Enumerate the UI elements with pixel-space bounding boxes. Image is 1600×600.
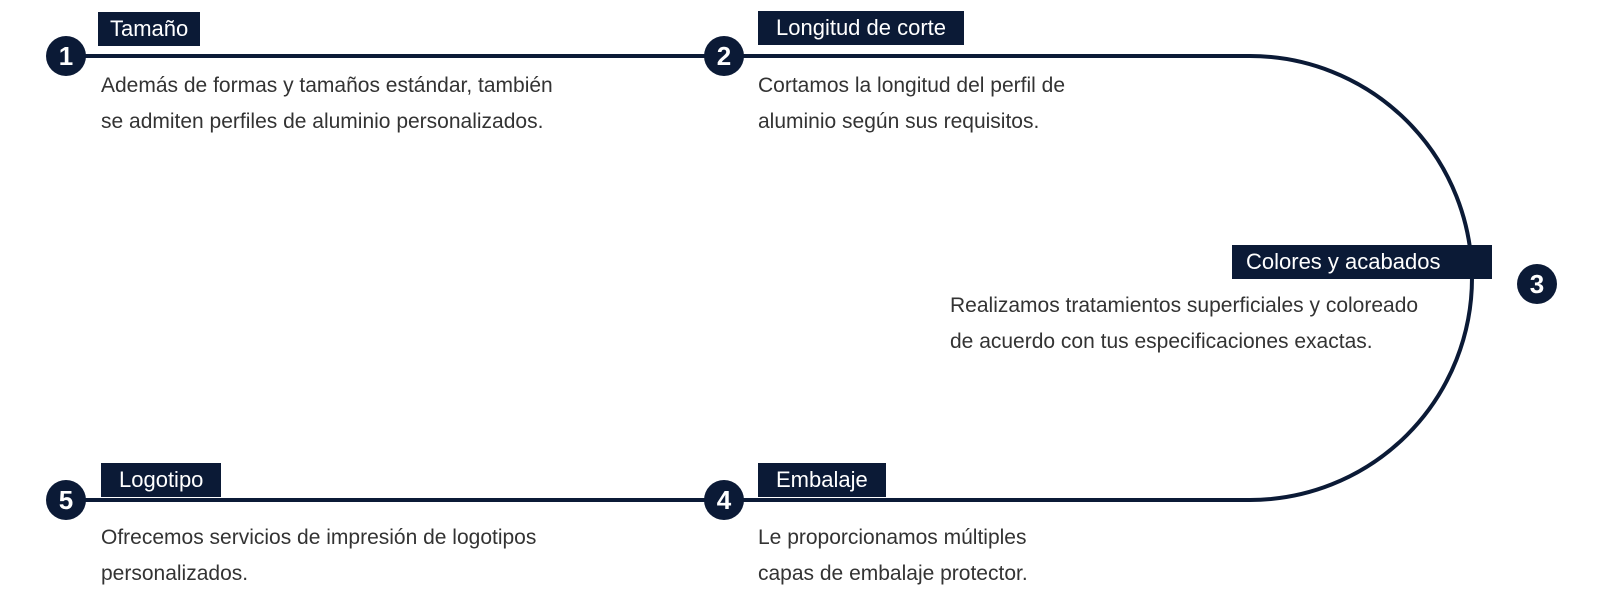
- step-1-title: Tamaño: [98, 12, 201, 46]
- step-5-marker: 5: [46, 480, 86, 520]
- step-1-line-1: Además de formas y tamaños estándar, tam…: [101, 74, 553, 97]
- step-4-line-1: Le proporcionamos múltiples: [758, 526, 1027, 549]
- step-4-title: Embalaje: [758, 463, 886, 497]
- step-4-line-2: capas de embalaje protector.: [758, 562, 1028, 585]
- step-2-line-1: Cortamos la longitud del perfil de: [758, 74, 1066, 97]
- step-4-marker: 4: [704, 480, 744, 520]
- step-3-line-2: de acuerdo con tus especificaciones exac…: [950, 330, 1373, 353]
- step-2-marker: 2: [704, 36, 744, 76]
- step-5-title: Logotipo: [101, 463, 222, 497]
- step-3-marker: 3: [1517, 264, 1557, 304]
- step-3-line-1: Realizamos tratamientos superficiales y …: [950, 294, 1419, 317]
- step-1-description: Además de formas y tamaños estándar, tam…: [101, 68, 553, 140]
- step-3-description: Realizamos tratamientos superficiales y …: [950, 288, 1418, 360]
- step-1-marker: 1: [46, 36, 86, 76]
- step-4-description: Le proporcionamos múltiples capas de emb…: [758, 520, 1028, 592]
- step-3-title: Colores y acabados: [1232, 245, 1492, 279]
- step-5-description: Ofrecemos servicios de impresión de logo…: [101, 520, 536, 592]
- step-2-description: Cortamos la longitud del perfil de alumi…: [758, 68, 1065, 140]
- step-2-title: Longitud de corte: [758, 11, 965, 45]
- step-5-line-1: Ofrecemos servicios de impresión de logo…: [101, 526, 537, 549]
- step-2-line-2: aluminio según sus requisitos.: [758, 110, 1040, 133]
- step-1-line-2: se admiten perfiles de aluminio personal…: [101, 110, 544, 133]
- step-5-line-2: personalizados.: [101, 562, 249, 585]
